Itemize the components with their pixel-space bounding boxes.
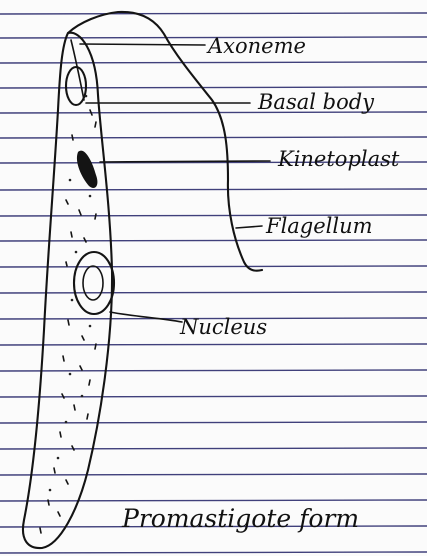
flagellum-label: Flagellum: [265, 214, 373, 238]
diagram-caption: Promastigote form: [121, 504, 359, 533]
kinetoplast-leader: [100, 161, 270, 162]
nucleus-inner: [83, 266, 103, 300]
nucleus-outer: [74, 252, 114, 314]
nucleus-label: Nucleus: [179, 315, 267, 339]
kinetoplast: [77, 151, 98, 188]
kinetoplast-label: Kinetoplast: [277, 147, 400, 171]
cell-body-outline: [23, 33, 112, 548]
basal-body-label: Basal body: [257, 90, 375, 114]
basal-body: [66, 67, 86, 105]
leader-lines: [80, 44, 270, 322]
axoneme-label: Axoneme: [206, 34, 306, 58]
flagellum-leader: [236, 226, 262, 228]
axoneme-leader: [80, 44, 205, 45]
nucleus-leader: [110, 312, 182, 322]
